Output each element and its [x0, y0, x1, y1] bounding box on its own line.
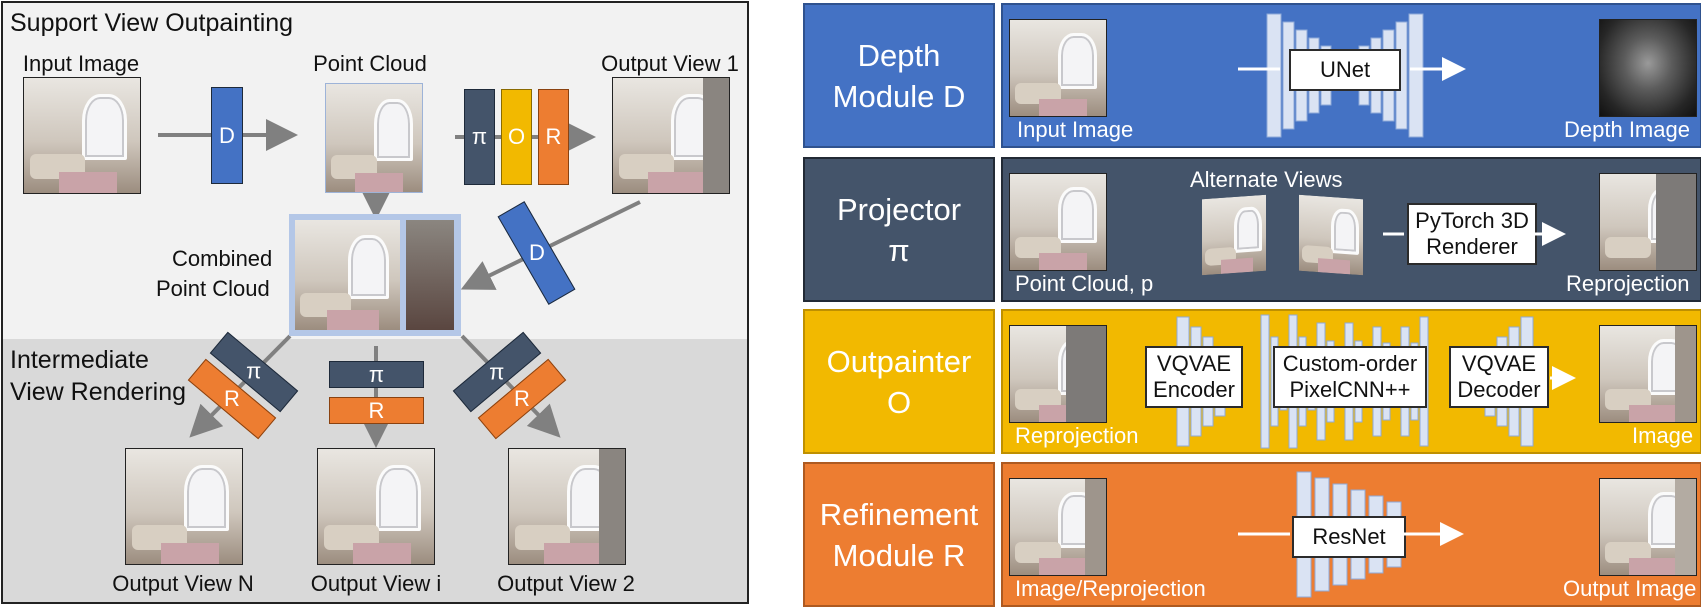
combined-point-cloud-thumbnail [289, 214, 461, 336]
output-view-2-thumbnail [508, 448, 626, 565]
projector-panel: Point Cloud, p Alternate Views PyTorch 3… [1001, 157, 1701, 302]
outpainter-input-label: Reprojection [1015, 423, 1139, 448]
left-panel: Support View Outpainting Intermediate Vi… [0, 0, 752, 606]
depth-module-panel: Input Image UNet Depth Image [1001, 3, 1701, 148]
op-outpainter-1: O [501, 89, 532, 185]
input-image-label: Input Image [22, 51, 140, 76]
unet-box: UNet [1289, 49, 1401, 91]
left-panel-border [1, 1, 749, 604]
output-view-1-thumbnail [612, 77, 730, 194]
output-view-n-label: Output View N [112, 571, 254, 596]
input-image-thumbnail [23, 77, 141, 194]
op-refinement-middle: R [329, 397, 424, 424]
refinement-panel: Image/Reprojection ResNet Output Image [1001, 462, 1701, 607]
projector-input-thumbnail [1009, 173, 1107, 271]
output-view-i-thumbnail [317, 448, 435, 565]
projector-output-thumbnail [1599, 173, 1697, 271]
depth-input-label: Input Image [1017, 117, 1134, 142]
resnet-box: ResNet [1292, 516, 1406, 558]
op-projector-1: π [464, 89, 495, 185]
outpainter-output-thumbnail [1599, 325, 1697, 423]
intermediate-title-line1: Intermediate [10, 346, 149, 374]
point-cloud-label: Point Cloud [313, 51, 427, 76]
intermediate-title-line2: View Rendering [10, 378, 187, 406]
output-view-i-label: Output View i [310, 571, 442, 596]
outpainter-output-label: Image [1632, 423, 1694, 448]
projector-input-label: Point Cloud, p [1015, 271, 1154, 296]
refinement-input-thumbnail [1009, 478, 1107, 576]
alternate-views-label: Alternate Views [1190, 167, 1343, 192]
support-title: Support View Outpainting [10, 9, 294, 37]
refinement-input-label: Image/Reprojection [1015, 576, 1206, 601]
point-cloud-thumbnail [325, 83, 423, 193]
combined-label-line2: Point Cloud [156, 276, 270, 301]
combined-label-line1: Combined [172, 246, 273, 271]
refinement-output-thumbnail [1599, 478, 1697, 576]
output-view-1-label: Output View 1 [601, 51, 739, 76]
output-view-n-thumbnail [125, 448, 243, 565]
outpainter-input-thumbnail [1009, 325, 1107, 423]
projector-output-label: Reprojection [1566, 271, 1690, 296]
refinement-output-label: Output Image [1563, 576, 1697, 601]
depth-input-thumbnail [1009, 19, 1107, 117]
op-projector-middle: π [329, 361, 424, 388]
depth-output-label: Depth Image [1564, 117, 1690, 142]
output-view-2-label: Output View 2 [497, 571, 635, 596]
op-depth-1: D [211, 87, 243, 184]
op-refinement-1: R [538, 89, 569, 185]
depth-output-thumbnail [1599, 19, 1697, 117]
